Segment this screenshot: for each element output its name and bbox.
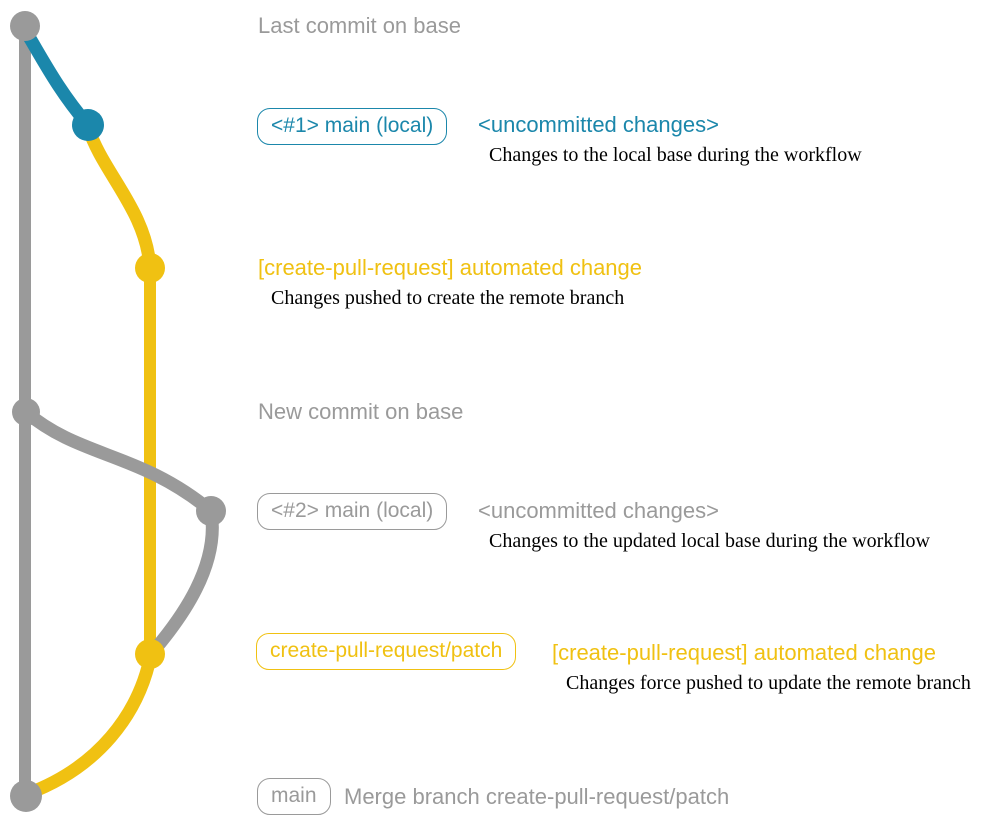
commit-dot-pr-2	[135, 639, 165, 669]
label-new-commit-on-base: New commit on base	[258, 399, 464, 424]
heading-uncommitted-changes-1: <uncommitted changes>	[478, 112, 719, 137]
label-merge-branch: Merge branch create-pull-request/patch	[344, 784, 730, 809]
branch-badge-create-pull-request-patch: create-pull-request/patch	[256, 633, 517, 670]
git-graph	[10, 11, 226, 812]
commit-dot-local-main-2	[196, 496, 226, 526]
branch-badge-create-pull-request-patch-text: create-pull-request/patch	[256, 633, 517, 670]
desc-local-base-changes: Changes to the local base during the wor…	[489, 144, 862, 166]
base-to-updated-local-main-curve	[19, 405, 218, 518]
commit-dot-local-main-1	[72, 109, 104, 141]
pr-merge-to-base-curve	[20, 647, 158, 801]
desc-changes-force-pushed: Changes force pushed to update the remot…	[566, 672, 971, 694]
branch-badge-main-local-2-text: <#2> main (local)	[257, 493, 448, 530]
commit-dot-merge	[10, 780, 42, 812]
desc-updated-local-base-changes: Changes to the updated local base during…	[489, 530, 930, 552]
local-main-to-pr-curve	[81, 120, 157, 274]
branch-badge-main: main	[257, 778, 331, 815]
desc-changes-pushed-create-remote: Changes pushed to create the remote bran…	[271, 287, 625, 309]
branch-badge-main-local-2: <#2> main (local)	[257, 493, 448, 530]
commit-dot-last-base	[10, 11, 40, 41]
base-to-local-main-curve	[18, 23, 95, 132]
commit-dot-new-base	[12, 398, 40, 426]
branch-badge-main-local-1: <#1> main (local)	[257, 108, 448, 145]
branch-badge-main-local-1-text: <#1> main (local)	[257, 108, 448, 145]
heading-automated-change-2: [create-pull-request] automated change	[552, 640, 937, 665]
label-last-commit-on-base: Last commit on base	[258, 13, 461, 38]
heading-uncommitted-changes-2: <uncommitted changes>	[478, 498, 719, 523]
heading-automated-change-1: [create-pull-request] automated change	[258, 255, 643, 280]
commit-dot-pr-1	[135, 253, 165, 283]
updated-local-main-to-pr-curve	[144, 504, 219, 661]
branch-badge-main-text: main	[257, 778, 331, 815]
